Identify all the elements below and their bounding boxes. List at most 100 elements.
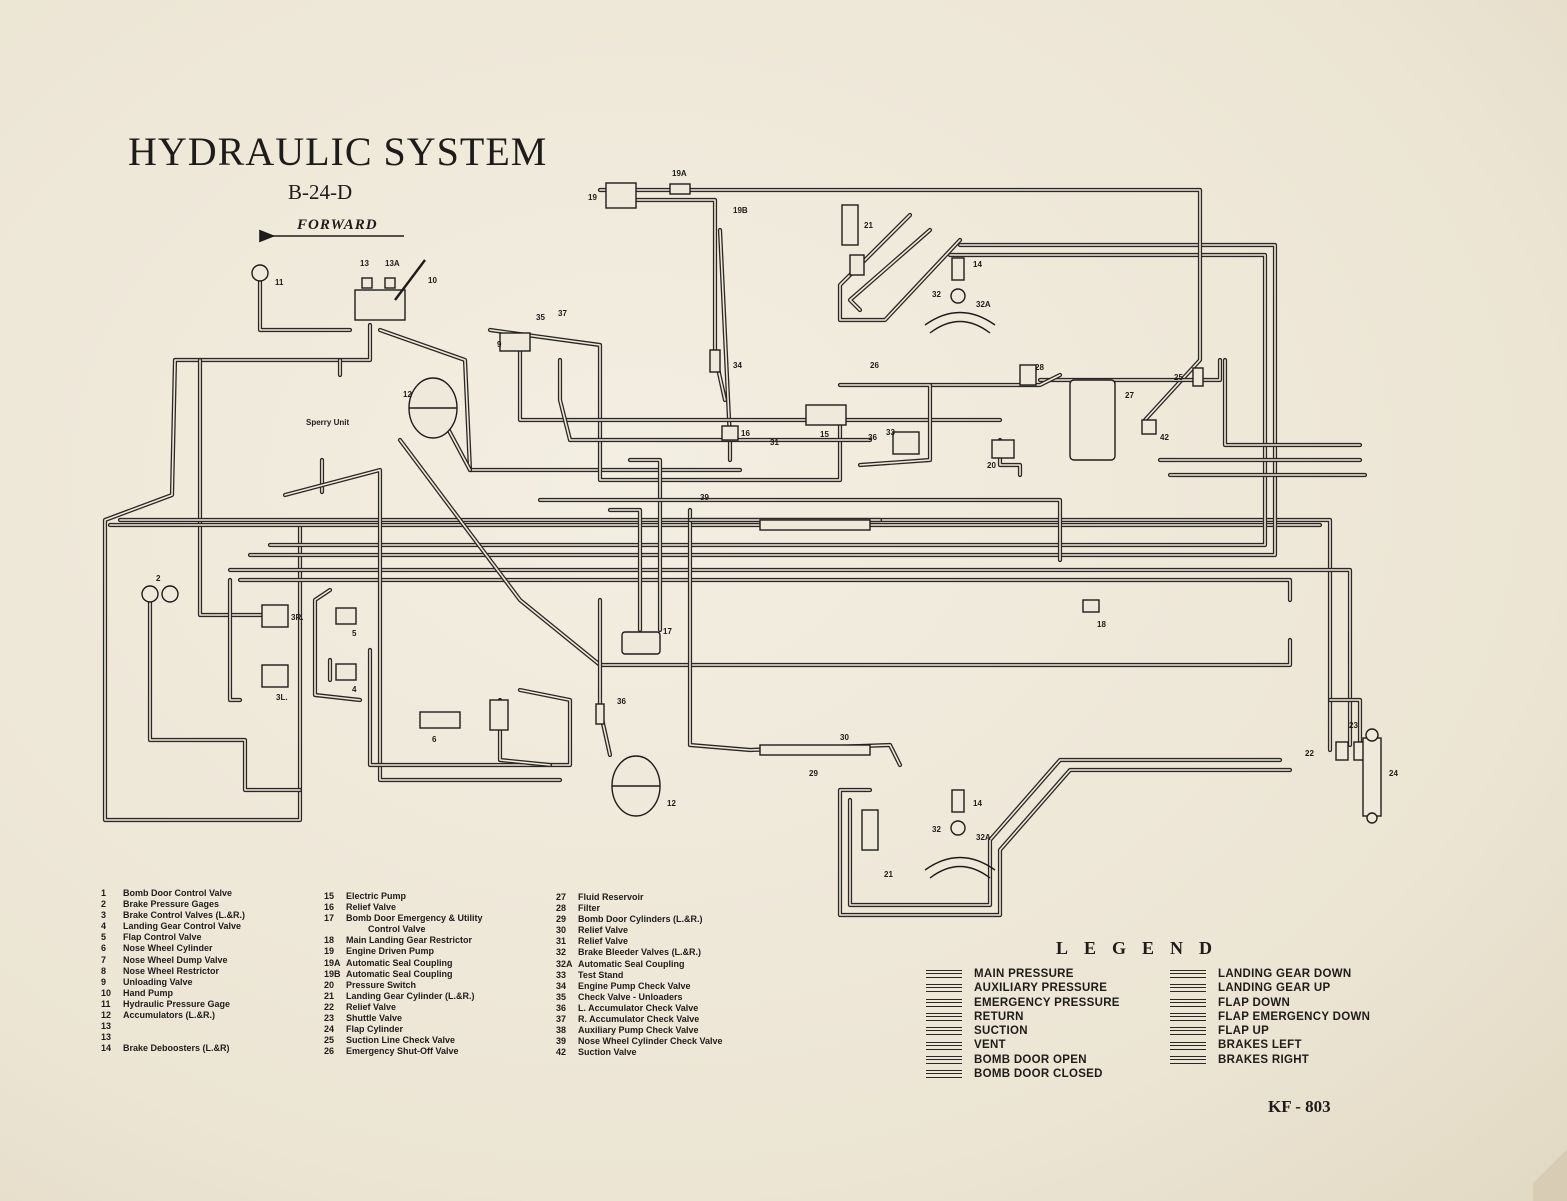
part-description: Automatic Seal Coupling — [346, 957, 453, 968]
legend-label: VENT — [974, 1039, 1006, 1052]
parts-list-item: 13 — [101, 1021, 245, 1032]
callout-label: 5 — [352, 629, 357, 638]
part-description: Control Valve — [368, 924, 426, 935]
part-number: 28 — [556, 903, 567, 914]
part-description: Bomb Door Cylinders (L.&R.) — [578, 914, 703, 925]
parts-list-item: 8 Nose Wheel Restrictor — [101, 966, 245, 977]
part-number: 17 — [324, 913, 335, 924]
line-style-swatch — [926, 1070, 962, 1079]
bleeder-valve-32-lower — [950, 820, 966, 836]
part-number: 13 — [101, 1032, 112, 1043]
legend-entry: FLAP EMERGENCY DOWN — [1170, 1010, 1370, 1024]
part-description: Auxiliary Pump Check Valve — [578, 1025, 699, 1036]
legend-entry: LANDING GEAR UP — [1170, 981, 1370, 995]
part-number: 37 — [556, 1014, 567, 1025]
aircraft-model: B-24-D — [288, 180, 353, 204]
brake-valve-3r — [261, 604, 289, 628]
callout-label: 35 — [536, 313, 545, 322]
brake-debooster-14-lower — [951, 789, 965, 813]
part-number: 7 — [101, 954, 107, 965]
part-description: Emergency Shut-Off Valve — [346, 1046, 459, 1057]
parts-list-item: 26 Emergency Shut-Off Valve — [324, 1046, 483, 1057]
part-description: Brake Pressure Gages — [123, 899, 220, 910]
parts-list-item: 39 Nose Wheel Cylinder Check Valve — [556, 1036, 723, 1047]
part-description: Nose Wheel Cylinder Check Valve — [578, 1036, 723, 1047]
bomb-door-cylinder-29-lower — [759, 744, 871, 756]
landing-gear-piston-21-upper — [849, 254, 865, 276]
callout-label: 36 — [617, 697, 626, 706]
part-description: Bomb Door Emergency & Utility — [346, 913, 483, 924]
part-description: Filter — [578, 903, 601, 914]
restrictor-18 — [1082, 599, 1100, 613]
part-number: 32 — [556, 947, 567, 958]
callout-label: 16 — [741, 429, 750, 438]
part-number: 36 — [556, 1002, 567, 1013]
part-number: 14 — [101, 1043, 112, 1054]
part-number: 21 — [324, 990, 335, 1001]
part-description: Fluid Reservoir — [578, 892, 644, 902]
callout-label: 36 — [868, 433, 877, 442]
parts-list-item: 20 Pressure Switch — [324, 980, 483, 991]
parts-list-item: 7 Nose Wheel Dump Valve — [101, 955, 245, 966]
legend-entry: FLAP UP — [1170, 1024, 1370, 1038]
hydraulic-lines — [102, 187, 1368, 918]
part-description: Automatic Seal Coupling — [346, 968, 453, 979]
callout-label: 22 — [1305, 749, 1314, 758]
callout-label: 28 — [1035, 363, 1044, 372]
part-description: Test Stand — [578, 969, 624, 980]
part-description: Nose Wheel Dump Valve — [123, 954, 228, 965]
legend-label: FLAP UP — [1218, 1025, 1270, 1038]
line-style-swatch — [926, 984, 962, 993]
callout-label: 34 — [733, 361, 742, 370]
part-description: Hydraulic Pressure Gage — [123, 998, 231, 1009]
part-number: 26 — [324, 1046, 335, 1057]
callout-label: 14 — [973, 799, 982, 808]
part-description: Nose Wheel Restrictor — [123, 965, 220, 976]
part-number: 8 — [101, 965, 107, 976]
callout-label: 24 — [1389, 769, 1398, 778]
legend-entry: BRAKES RIGHT — [1170, 1053, 1370, 1067]
part-number: 9 — [101, 976, 107, 987]
relief-valve-16 — [721, 425, 739, 441]
relief-valve-22 — [1335, 741, 1349, 761]
legend-label: BOMB DOOR OPEN — [974, 1053, 1087, 1066]
legend-label: EMERGENCY PRESSURE — [974, 996, 1120, 1009]
legend-entry: BOMB DOOR CLOSED — [926, 1067, 1120, 1081]
callout-label: 6 — [432, 735, 437, 744]
callout-label: 15 — [820, 430, 829, 439]
part-description: Relief Valve — [578, 925, 629, 936]
forward-label: FORWARD — [297, 217, 378, 233]
part-number: 20 — [324, 979, 335, 990]
part-number: 12 — [101, 1010, 112, 1021]
landing-gear-cylinder-21-upper — [841, 204, 859, 246]
part-description: Pressure Switch — [346, 979, 417, 990]
nose-wheel-valves — [489, 699, 509, 731]
part-description: R. Accumulator Check Valve — [578, 1014, 700, 1025]
part-number: 39 — [556, 1036, 567, 1047]
brake-line-upper — [924, 311, 996, 334]
part-number: 6 — [101, 943, 107, 954]
callout-label: 4 — [352, 685, 357, 694]
callout-label: 13A — [385, 259, 400, 268]
part-description: Automatic Seal Coupling — [578, 958, 685, 969]
legend-entry: AUXILIARY PRESSURE — [926, 981, 1120, 995]
part-number: 25 — [324, 1035, 335, 1046]
parts-list-item: 13 — [101, 1032, 245, 1043]
